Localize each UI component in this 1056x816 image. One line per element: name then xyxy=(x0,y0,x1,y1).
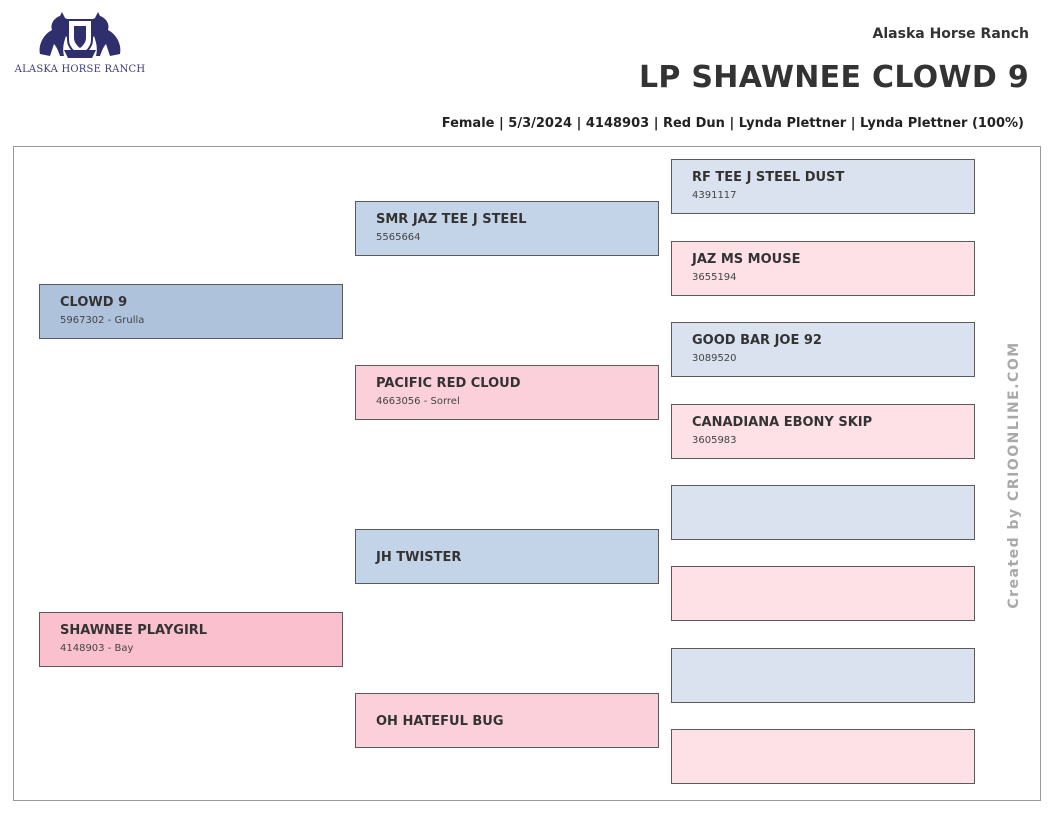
sire-dam-info: 4663056 - Sorrel xyxy=(376,396,460,407)
horses-crest-icon xyxy=(39,12,121,58)
pedigree-ds-dam[interactable] xyxy=(671,566,975,621)
watermark: Created by CRIOONLINE.COM xyxy=(1006,341,1022,609)
sd-dam-info: 3605983 xyxy=(692,435,737,446)
horse-summary: Female | 5/3/2024 | 4148903 | Red Dun | … xyxy=(441,116,1024,131)
ss-sire-info: 4391117 xyxy=(692,190,737,201)
dam-sire-name: JH TWISTER xyxy=(376,550,462,565)
pedigree-ss-sire[interactable]: RF TEE J STEEL DUST 4391117 xyxy=(671,159,975,214)
pedigree-dam-dam[interactable]: OH HATEFUL BUG xyxy=(355,693,659,748)
sire-info: 5967302 - Grulla xyxy=(60,315,145,326)
sire-dam-name: PACIFIC RED CLOUD xyxy=(376,376,521,391)
ss-dam-info: 3655194 xyxy=(692,272,737,283)
ss-sire-name: RF TEE J STEEL DUST xyxy=(692,170,845,185)
dam-info: 4148903 - Bay xyxy=(60,643,134,654)
pedigree-frame xyxy=(13,146,1041,801)
pedigree-sire-dam[interactable]: PACIFIC RED CLOUD 4663056 - Sorrel xyxy=(355,365,659,420)
sd-sire-name: GOOD BAR JOE 92 xyxy=(692,333,822,348)
pedigree-dam-sire[interactable]: JH TWISTER xyxy=(355,529,659,584)
pedigree-sire[interactable]: CLOWD 9 5967302 - Grulla xyxy=(39,284,343,339)
pedigree-dam[interactable]: SHAWNEE PLAYGIRL 4148903 - Bay xyxy=(39,612,343,667)
pedigree-ds-sire[interactable] xyxy=(671,485,975,540)
dam-dam-name: OH HATEFUL BUG xyxy=(376,714,504,729)
ranch-name: Alaska Horse Ranch xyxy=(872,26,1029,42)
sire-sire-name: SMR JAZ TEE J STEEL xyxy=(376,212,527,227)
pedigree-sire-sire[interactable]: SMR JAZ TEE J STEEL 5565664 xyxy=(355,201,659,256)
pedigree-dd-dam[interactable] xyxy=(671,729,975,784)
pedigree-sd-dam[interactable]: CANADIANA EBONY SKIP 3605983 xyxy=(671,404,975,459)
pedigree-sd-sire[interactable]: GOOD BAR JOE 92 3089520 xyxy=(671,322,975,377)
dam-name: SHAWNEE PLAYGIRL xyxy=(60,623,208,638)
ss-dam-name: JAZ MS MOUSE xyxy=(692,252,801,267)
pedigree-ss-dam[interactable]: JAZ MS MOUSE 3655194 xyxy=(671,241,975,296)
ranch-logo: ALASKA HORSE RANCH xyxy=(12,10,148,78)
sire-sire-info: 5565664 xyxy=(376,232,421,243)
logo-wordmark: ALASKA HORSE RANCH xyxy=(14,64,146,75)
sd-dam-name: CANADIANA EBONY SKIP xyxy=(692,415,873,430)
sire-name: CLOWD 9 xyxy=(60,295,128,310)
page-title: LP SHAWNEE CLOWD 9 xyxy=(638,60,1029,95)
pedigree-dd-sire[interactable] xyxy=(671,648,975,703)
sd-sire-info: 3089520 xyxy=(692,353,737,364)
